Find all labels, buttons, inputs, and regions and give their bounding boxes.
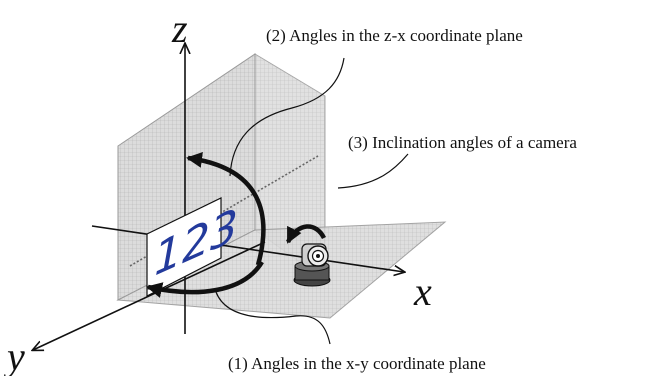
- caption-xy-plane: (1) Angles in the x-y coordinate plane: [228, 354, 486, 373]
- caption-camera: (3) Inclination angles of a camera: [348, 133, 577, 152]
- leader-line-xy: [215, 291, 331, 345]
- zx-angle-arc: [186, 151, 266, 266]
- camera-icon: [293, 243, 331, 287]
- number-card: [146, 197, 222, 297]
- xy-angle-arc: [146, 260, 264, 298]
- caption-zx-plane: (2) Angles in the z-x coordinate plane: [266, 26, 523, 45]
- leader-line-zx: [229, 57, 345, 177]
- z-axis-label: z: [171, 6, 188, 51]
- camera-inclination-arc: [285, 224, 327, 244]
- leader-line-camera: [337, 153, 409, 189]
- y-axis-label: y: [3, 334, 25, 376]
- x-axis: [91, 225, 404, 272]
- x-axis-label: x: [413, 269, 432, 314]
